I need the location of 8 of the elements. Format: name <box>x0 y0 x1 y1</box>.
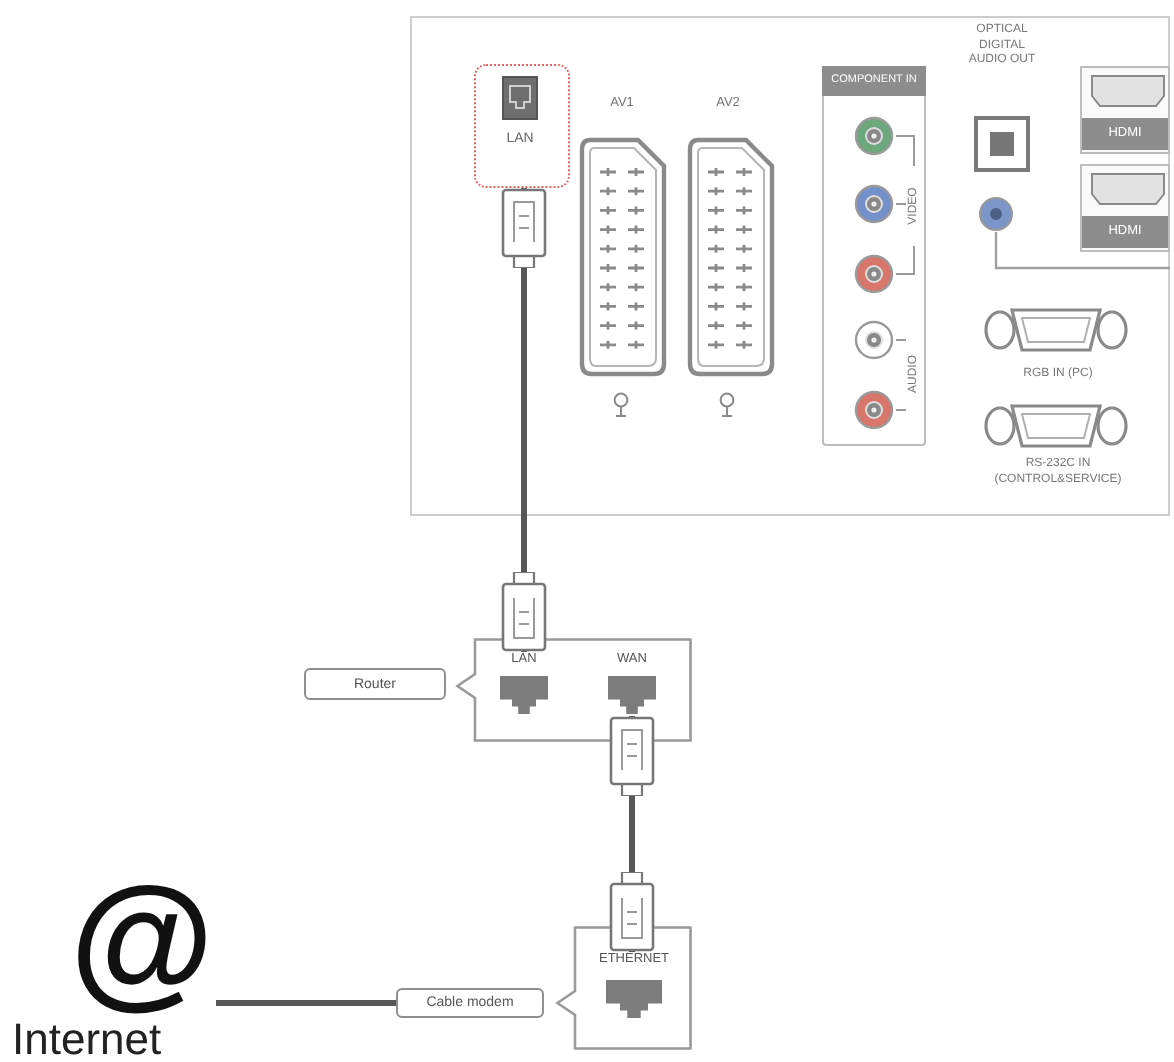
network-cable <box>609 716 655 952</box>
internet-label: Internet <box>12 1016 164 1062</box>
device-box <box>396 988 544 1018</box>
connection-line <box>216 1000 396 1006</box>
at-symbol: @ <box>68 860 216 1020</box>
device-box <box>304 668 446 700</box>
port-highlight-frame <box>473 63 569 187</box>
network-cable <box>501 188 547 652</box>
